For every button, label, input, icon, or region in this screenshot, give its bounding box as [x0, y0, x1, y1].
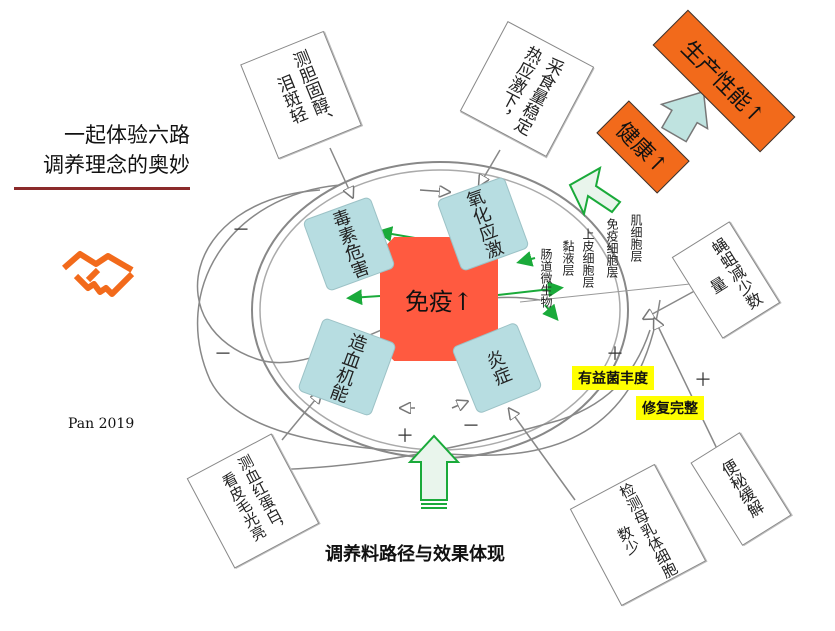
diagram-title: 一起体验六路 调养理念的奥妙 — [12, 120, 190, 180]
input-arrow — [407, 434, 461, 501]
layer-microbiota: 肠道微生物 — [539, 248, 553, 308]
title-line2: 调养理念的奥妙 — [43, 153, 190, 177]
title-underline — [14, 187, 190, 190]
sign-plus-right1: ＋ — [606, 344, 624, 365]
production-arrow — [659, 90, 709, 143]
tag-flora: 有益菌丰度 — [572, 366, 654, 390]
layer-epithelial: 上皮细胞层 — [581, 228, 595, 288]
layer-immune: 免疫细胞层 — [605, 218, 619, 278]
sign-plus-bottom: ＋ — [396, 426, 414, 447]
handshake-icon — [62, 251, 135, 297]
title-line1: 一起体验六路 — [64, 123, 190, 147]
sign-plus-right2: ＋ — [694, 370, 712, 391]
sign-minus-mid: － — [462, 416, 480, 437]
tag-repair: 修复完整 — [636, 396, 704, 420]
author-label: Pan 2019 — [68, 416, 135, 432]
sign-minus-left: － — [214, 344, 232, 365]
sign-minus-top: － — [232, 220, 250, 241]
layer-muscle: 肌细胞层 — [629, 214, 643, 262]
diagram-caption: 调养料路径与效果体现 — [325, 544, 505, 565]
layer-mucus: 黏液层 — [561, 240, 575, 276]
health-arrow — [568, 166, 622, 218]
